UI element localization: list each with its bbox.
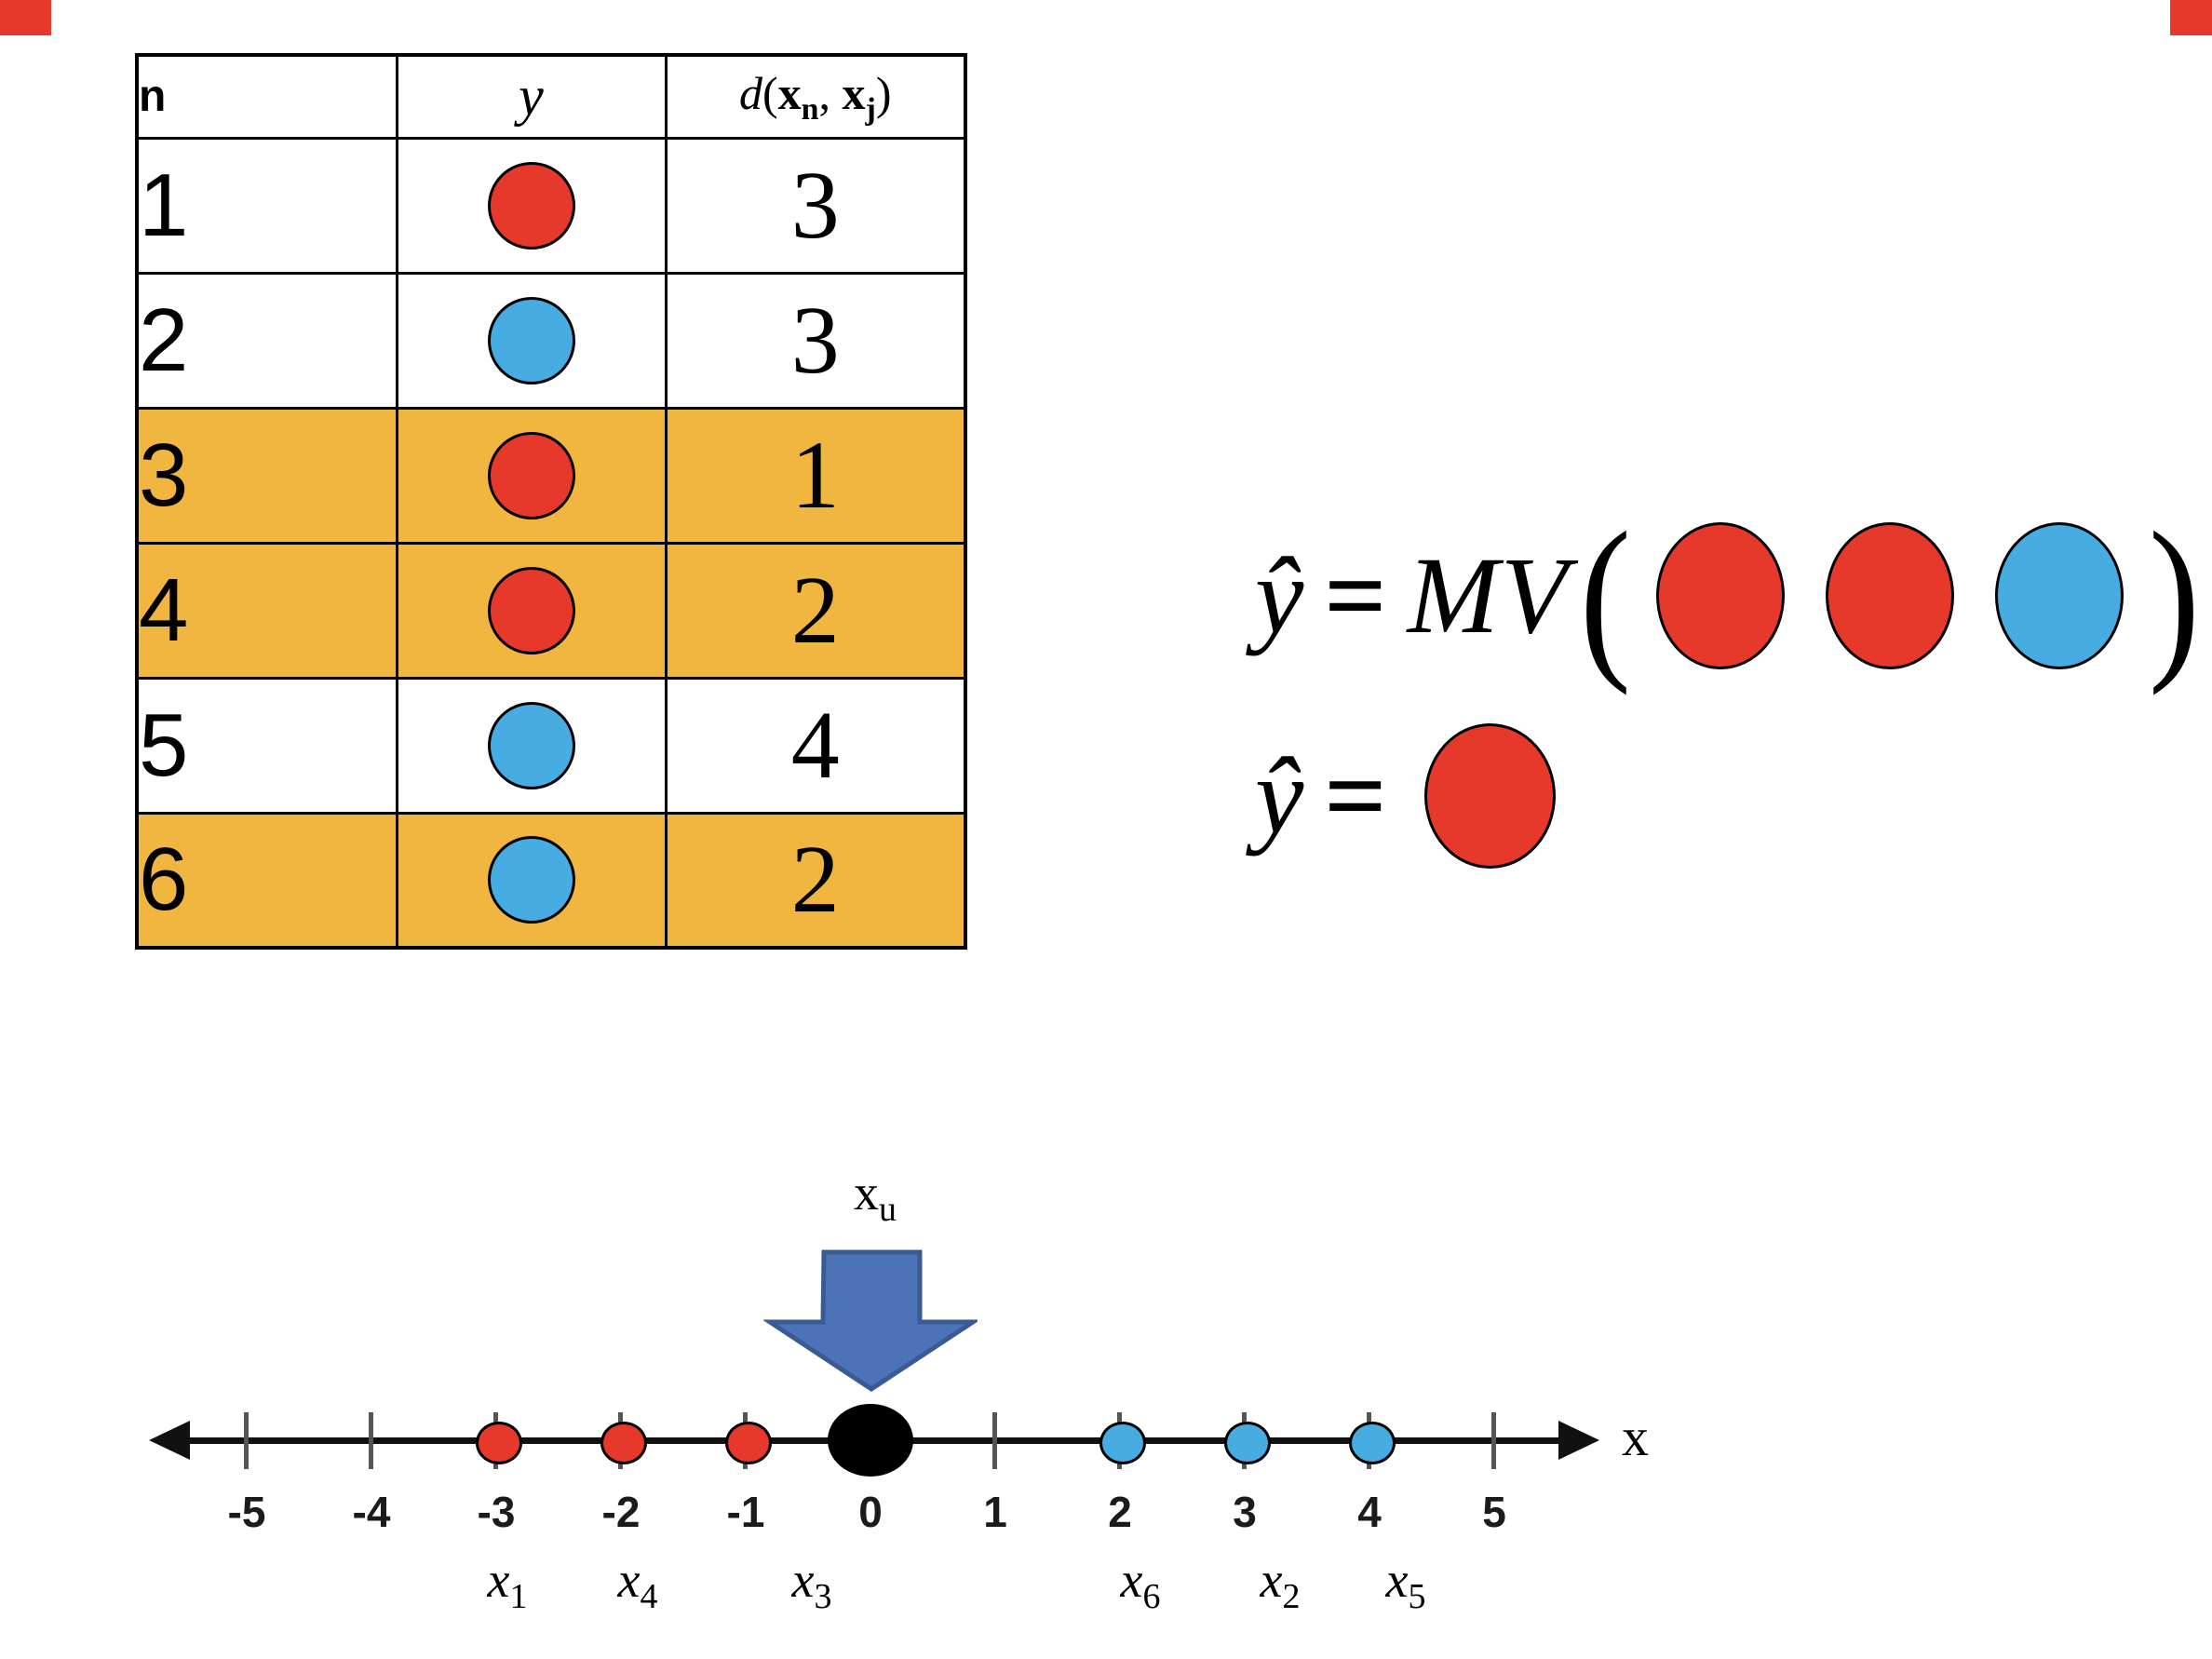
class-dot	[487, 161, 575, 250]
data-point	[1349, 1422, 1396, 1464]
tick-label: -1	[726, 1488, 765, 1536]
point-label: x3	[791, 1552, 832, 1616]
yhat-label: ŷ	[1255, 735, 1304, 856]
knn-table: n y d(xn, xj) 1 3 2 3 3 1 4 2 5 4	[135, 53, 967, 950]
axis-label-x: x	[1622, 1407, 1649, 1467]
table-row: 6 2	[135, 811, 967, 950]
table-row: 5 4	[135, 676, 967, 815]
class-cell	[395, 811, 668, 950]
data-point	[1224, 1422, 1271, 1464]
neighbor-dot	[1655, 522, 1785, 669]
open-paren: (	[1579, 494, 1632, 696]
distance-value: 3	[664, 136, 967, 275]
decoration-red-corner-right	[2170, 0, 2212, 35]
tick-label: 2	[1108, 1488, 1132, 1536]
close-paren: )	[2148, 494, 2201, 696]
header-cell-distance: d(xn, xj)	[664, 53, 967, 140]
table-row: 2 3	[135, 271, 967, 410]
data-point	[600, 1422, 647, 1464]
table-header-row: n y d(xn, xj)	[135, 53, 967, 140]
distance-value: 1	[664, 406, 967, 545]
tick-label: 0	[858, 1488, 883, 1536]
tick-mark	[1491, 1412, 1496, 1469]
table-row: 1 3	[135, 136, 967, 275]
query-point	[828, 1404, 913, 1477]
class-dot	[487, 836, 575, 924]
tick-label: 3	[1233, 1488, 1257, 1536]
row-number: 3	[135, 406, 398, 545]
formula-prediction: ŷ =	[1255, 719, 1576, 873]
header-cell-y: y	[395, 53, 668, 140]
class-dot	[487, 701, 575, 789]
axis-right-arrowhead	[1558, 1421, 1599, 1460]
row-number: 5	[135, 676, 398, 815]
neighbor-dot	[1825, 522, 1954, 669]
tick-label: -2	[601, 1488, 641, 1536]
data-point	[725, 1422, 772, 1464]
row-number: 4	[135, 541, 398, 680]
point-label: x4	[617, 1552, 658, 1616]
axis-left-arrowhead	[149, 1421, 190, 1460]
formula-majority-vote: ŷ = MV ( )	[1255, 505, 2205, 686]
distance-value: 4	[664, 676, 967, 815]
tick-label: 5	[1482, 1488, 1506, 1536]
point-label: x1	[487, 1552, 528, 1616]
tick-label: -3	[477, 1488, 516, 1536]
point-label: x5	[1385, 1552, 1426, 1616]
mv-function-label: MV	[1407, 534, 1570, 656]
point-label: x2	[1260, 1552, 1301, 1616]
class-cell	[395, 541, 668, 680]
data-point	[1099, 1422, 1146, 1464]
class-dot	[487, 296, 575, 384]
row-number: 6	[135, 811, 398, 950]
class-dot	[487, 566, 575, 654]
point-label: x6	[1120, 1552, 1161, 1616]
class-cell	[395, 271, 668, 410]
row-number: 1	[135, 136, 398, 275]
prediction-dot	[1423, 723, 1556, 869]
down-arrow	[763, 1249, 978, 1392]
class-cell	[395, 406, 668, 545]
equals-sign: =	[1324, 534, 1387, 656]
distance-value: 2	[664, 541, 967, 680]
decoration-red-corner-left	[0, 0, 51, 35]
distance-value: 3	[664, 271, 967, 410]
tick-label: -5	[227, 1488, 266, 1536]
tick-mark	[369, 1412, 373, 1469]
data-point	[476, 1422, 522, 1464]
tick-label: 4	[1357, 1488, 1382, 1536]
tick-label: 1	[983, 1488, 1007, 1536]
table-row: 4 2	[135, 541, 967, 680]
neighbor-dot	[1994, 522, 2124, 669]
row-number: 2	[135, 271, 398, 410]
query-label-xu: xu	[854, 1165, 897, 1229]
tick-label: -4	[352, 1488, 391, 1536]
tick-mark	[992, 1412, 997, 1469]
table-row: 3 1	[135, 406, 967, 545]
class-dot	[487, 431, 575, 519]
class-cell	[395, 676, 668, 815]
distance-value: 2	[664, 811, 967, 950]
yhat-label: ŷ	[1255, 534, 1304, 656]
class-cell	[395, 136, 668, 275]
tick-mark	[244, 1412, 249, 1469]
header-cell-n: n	[135, 53, 398, 140]
equals-sign: =	[1324, 735, 1387, 856]
